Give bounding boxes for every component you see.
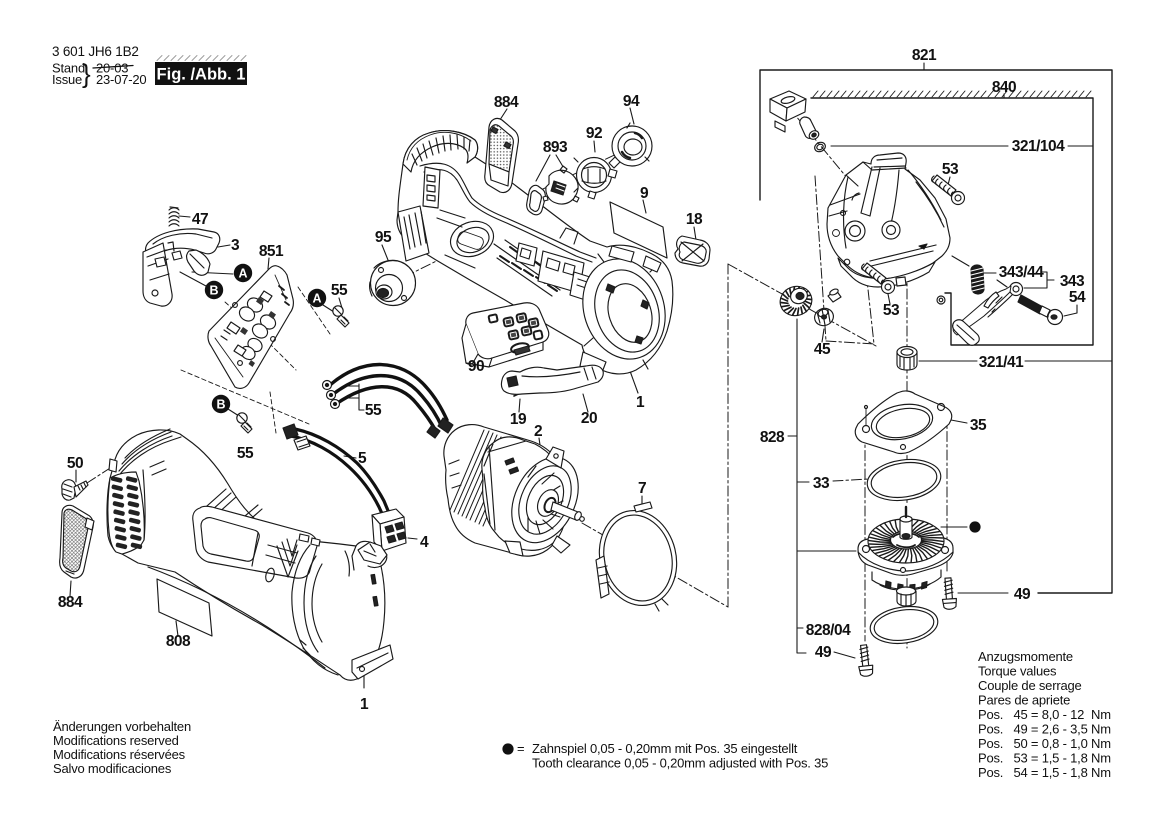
svg-text:47: 47: [192, 211, 208, 228]
svg-text:893: 893: [543, 139, 568, 156]
svg-text:Torque values: Torque values: [978, 664, 1057, 679]
svg-text:343/44: 343/44: [999, 264, 1044, 281]
svg-text:5: 5: [358, 450, 367, 467]
svg-text:B: B: [209, 284, 218, 298]
svg-text:Anzugsmomente: Anzugsmomente: [978, 649, 1073, 664]
svg-text:A: A: [238, 267, 247, 281]
svg-text:20: 20: [581, 410, 597, 427]
svg-text:45: 45: [814, 341, 831, 358]
svg-text:7: 7: [638, 480, 646, 497]
svg-text:Salvo modificaciones: Salvo modificaciones: [53, 761, 172, 776]
svg-text:851: 851: [259, 243, 284, 260]
svg-text:Modifications reserved: Modifications reserved: [53, 733, 179, 748]
svg-text:B: B: [216, 398, 225, 412]
svg-text:Fig. /Abb. 1: Fig. /Abb. 1: [157, 66, 246, 84]
svg-text:92: 92: [586, 125, 602, 142]
svg-text:35: 35: [970, 417, 987, 434]
svg-text:53: 53: [942, 161, 959, 178]
svg-text:23-07-20: 23-07-20: [96, 72, 146, 87]
svg-text:18: 18: [686, 211, 703, 228]
svg-text:2: 2: [534, 423, 542, 440]
svg-text:884: 884: [494, 94, 519, 111]
svg-text:19: 19: [510, 411, 527, 428]
svg-text:321/41: 321/41: [979, 354, 1024, 371]
svg-text:Modifications réservées: Modifications réservées: [53, 747, 186, 762]
svg-text:Pares de apriete: Pares de apriete: [978, 693, 1070, 708]
svg-text:321/104: 321/104: [1012, 138, 1065, 155]
svg-text:90: 90: [468, 358, 484, 375]
svg-text:821: 821: [912, 47, 937, 64]
svg-text:828: 828: [760, 429, 785, 446]
svg-text:808: 808: [166, 633, 191, 650]
svg-text:Stand: Stand: [52, 61, 85, 76]
svg-text:1: 1: [360, 696, 369, 713]
svg-text:840: 840: [992, 79, 1016, 96]
svg-text:A: A: [312, 292, 321, 306]
svg-text:49: 49: [815, 644, 832, 661]
svg-text:Tooth clearance 0,05 - 0,20mm: Tooth clearance 0,05 - 0,20mm adjusted w…: [532, 756, 828, 771]
svg-text:1: 1: [636, 394, 645, 411]
svg-text:}: }: [82, 59, 91, 89]
svg-text:3 601 JH6 1B2: 3 601 JH6 1B2: [52, 44, 139, 59]
svg-text:Pos. 49 = 2,6 - 3,5 Nm: Pos. 49 = 2,6 - 3,5 Nm: [978, 722, 1111, 737]
svg-text:828/04: 828/04: [806, 622, 851, 639]
svg-text:Pos. 50 = 0,8 - 1,0 Nm: Pos. 50 = 0,8 - 1,0 Nm: [978, 736, 1111, 751]
svg-text:94: 94: [623, 93, 640, 110]
svg-text:53: 53: [883, 302, 900, 319]
svg-text:54: 54: [1069, 289, 1086, 306]
svg-text:49: 49: [1014, 586, 1031, 603]
svg-text:Pos. 45 = 8,0 - 12 Nm: Pos. 45 = 8,0 - 12 Nm: [978, 707, 1111, 722]
svg-text:20-03: 20-03: [96, 61, 128, 76]
svg-text:Änderungen vorbehalten: Änderungen vorbehalten: [53, 719, 191, 734]
svg-text:4: 4: [420, 534, 429, 551]
svg-text:55: 55: [237, 445, 254, 462]
svg-text:55: 55: [331, 282, 348, 299]
svg-text:3: 3: [231, 237, 240, 254]
svg-text:Pos. 53 = 1,5 - 1,8 Nm: Pos. 53 = 1,5 - 1,8 Nm: [978, 751, 1111, 766]
svg-text:Issue: Issue: [52, 72, 82, 87]
svg-text:9: 9: [640, 185, 649, 202]
svg-text:95: 95: [375, 229, 392, 246]
svg-text:50: 50: [67, 455, 83, 472]
svg-text:=: =: [517, 741, 524, 756]
svg-text:Pos. 54 = 1,5 - 1,8 Nm: Pos. 54 = 1,5 - 1,8 Nm: [978, 765, 1111, 780]
svg-text:343: 343: [1060, 273, 1085, 290]
svg-text:884: 884: [58, 594, 83, 611]
svg-text:Couple de serrage: Couple de serrage: [978, 678, 1082, 693]
svg-text:55: 55: [365, 402, 382, 419]
svg-text:Zahnspiel 0,05 - 0,20mm mit Po: Zahnspiel 0,05 - 0,20mm mit Pos. 35 eing…: [532, 741, 798, 756]
svg-text:33: 33: [813, 475, 830, 492]
